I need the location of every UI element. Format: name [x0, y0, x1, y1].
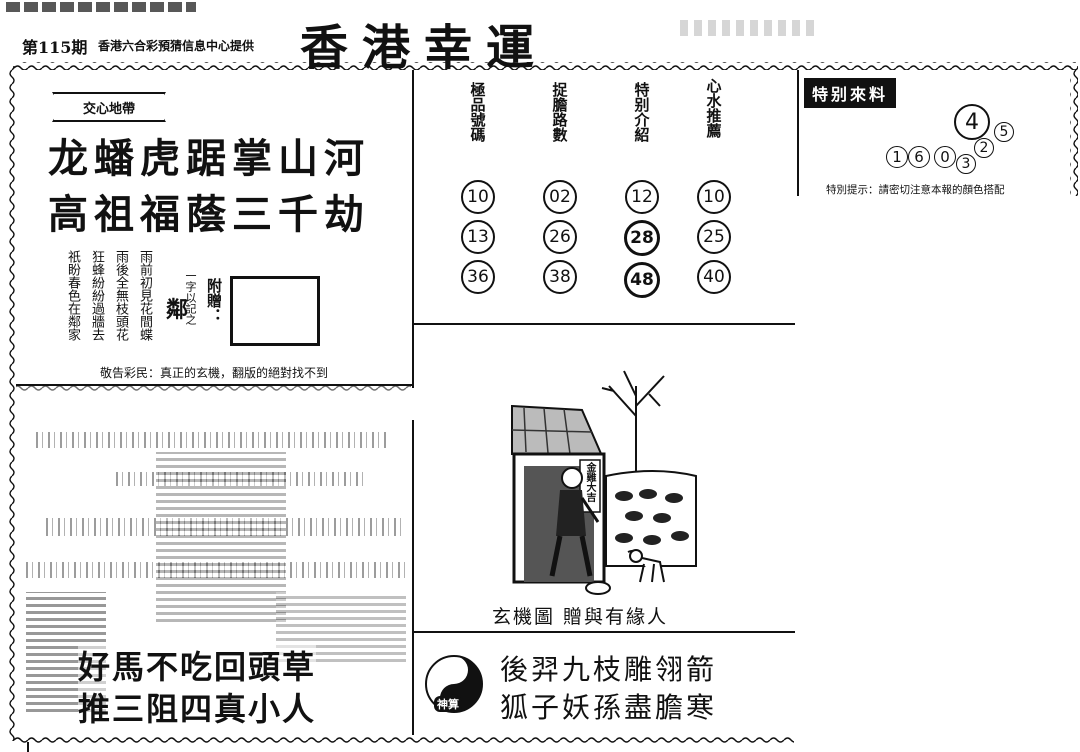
heart-tag: 交心地帶 — [52, 92, 166, 122]
scan-noise — [116, 472, 366, 486]
badge-text: 神算 — [434, 696, 462, 712]
slogan-line-1: 好馬不吃回頭草 — [78, 642, 317, 688]
column-header: 特别介紹 — [632, 82, 651, 142]
scan-noise — [36, 432, 386, 448]
small-poem-col-1: 雨前初見花間蝶 — [137, 250, 152, 341]
number-ball: 28 — [624, 220, 660, 256]
attach-label: 附贈： — [205, 278, 223, 323]
heart-box: 交心地帶 龙蟠虎踞掌山河 高祖福蔭三千劫 雨前初見花間蝶 雨後全無枝頭花 狂蜂紛… — [16, 70, 412, 385]
column-header: 極品號碼 — [468, 82, 487, 142]
number-ball: 1 — [886, 146, 908, 168]
small-poem: 雨前初見花間蝶 雨後全無枝頭花 狂蜂紛紛過牆去 祇盼春色在鄰家 — [64, 250, 152, 360]
bottom-right-panel: 神算 後羿九枝雕翎箭 狐子妖孫盡膽寒 — [414, 634, 794, 734]
number-ball: 26 — [543, 220, 577, 254]
special-title: 特别來料 — [804, 78, 897, 108]
verse-line-2: 狐子妖孫盡膽寒 — [500, 691, 718, 724]
column-xinshui: 心水推薦 10 25 40 — [694, 78, 734, 294]
column-jipin: 極品號碼 10 13 36 — [458, 82, 498, 294]
number-ball: 13 — [461, 220, 495, 254]
number-ball: 40 — [697, 260, 731, 294]
header-top-noise — [6, 2, 196, 12]
slogan-line-2: 推三阻四真小人 — [78, 684, 317, 730]
attach-char: 鄰 — [166, 297, 189, 323]
number-ball: 36 — [461, 260, 495, 294]
page-title: 香港幸運 — [300, 20, 549, 76]
number-ball: 48 — [624, 262, 660, 298]
number-ball: 3 — [956, 154, 976, 174]
heart-tag-text: 交心地帶 — [82, 101, 135, 117]
picture-sign: 金雞大吉 — [584, 462, 595, 502]
riddle-hint: 一字以記之 — [184, 270, 197, 325]
special-box: 特别來料 4 1 6 0 3 2 5 特別提示：請密切注意本報的顏色搭配 — [800, 70, 1070, 196]
numbers-table: 極品號碼 10 13 36 捉膽路數 02 26 38 特别介紹 12 28 4… — [414, 70, 796, 324]
xuanji-illustration — [511, 370, 697, 595]
number-ball: 12 — [625, 180, 659, 214]
number-ball: 5 — [994, 122, 1014, 142]
issue-label: 第115期 — [22, 38, 88, 57]
column-header: 捉膽路數 — [550, 82, 569, 142]
small-poem-col-4: 祇盼春色在鄰家 — [65, 250, 80, 341]
scan-noise — [156, 452, 286, 622]
column-header: 心水推薦 — [704, 78, 723, 138]
number-ball: 02 — [543, 180, 577, 214]
number-ball: 38 — [543, 260, 577, 294]
header-right-smudge — [680, 20, 820, 36]
number-ball: 10 — [697, 180, 731, 214]
xuanji-picture: 金雞大吉 玄機圖 贈與有緣人 — [414, 326, 794, 632]
bottom-left-panel: 好馬不吃回頭草 推三阻四真小人 — [16, 392, 410, 734]
special-tip: 特別提示：請密切注意本報的顏色搭配 — [826, 184, 1005, 196]
column-tebie: 特别介紹 12 28 48 — [622, 82, 662, 298]
number-ball: 2 — [974, 138, 994, 158]
picture-caption: 玄機圖 贈與有緣人 — [492, 606, 669, 628]
scan-noise — [46, 518, 406, 536]
number-ball: 6 — [908, 146, 930, 168]
scan-noise — [26, 562, 406, 578]
answer-box — [230, 276, 320, 346]
poem-line-2: 高祖福蔭三千劫 — [48, 191, 370, 238]
number-ball: 10 — [461, 180, 495, 214]
small-poem-col-3: 狂蜂紛紛過牆去 — [89, 250, 104, 341]
column-zhuodan: 捉膽路數 02 26 38 — [540, 82, 580, 294]
provider-label: 香港六合彩預猜信息中心提供 — [98, 39, 255, 53]
number-ball: 25 — [697, 220, 731, 254]
number-ball: 0 — [934, 146, 956, 168]
small-poem-col-2: 雨後全無枝頭花 — [113, 250, 128, 341]
big-number-ball: 4 — [954, 104, 990, 140]
notice-text: 敬告彩民：真正的玄機，翻版的絕對找不到 — [100, 366, 329, 380]
verse-line-1: 後羿九枝雕翎箭 — [500, 653, 718, 686]
header: 第115期 香港六合彩預猜信息中心提供 香港幸運 — [0, 0, 1080, 76]
poem-line-1: 龙蟠虎踞掌山河 — [48, 135, 370, 182]
